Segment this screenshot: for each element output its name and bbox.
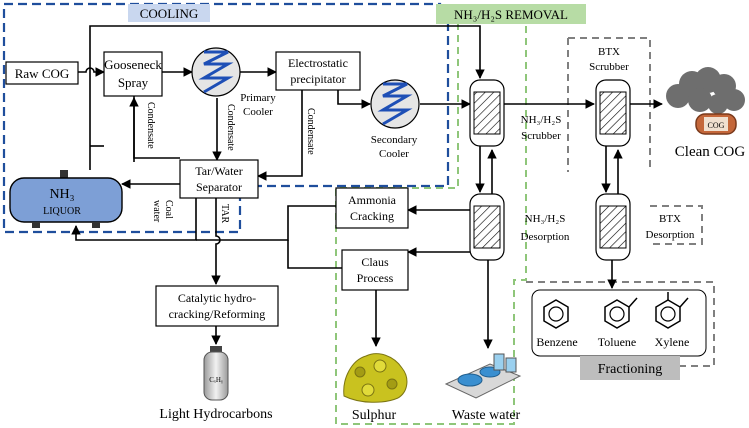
cog-tank-icon: COG [695, 113, 737, 135]
smoke-icon [666, 67, 745, 114]
removal-label: NH₃/H₂S REMOVAL [454, 7, 568, 22]
nh3-liquor-label-1: NH₃ [49, 187, 74, 202]
tar-sep-label-1: Tar/Water [195, 164, 243, 178]
cooling-label-bg [128, 4, 210, 22]
toluene-label: Toluene [598, 335, 636, 349]
nh3-liquor-label-2: LIQUOR [43, 206, 81, 217]
clean-cog-label: Clean COG [675, 144, 746, 160]
light-hydrocarbons-label: Light Hydrocarbons [159, 407, 272, 422]
catalytic-label-1: Catalytic hydro- [178, 291, 256, 305]
tar-sep-label-2: Separator [196, 180, 242, 194]
tar-label: TAR [219, 204, 230, 224]
fractioning-products: Benzene Toluene Xylene [531, 289, 707, 357]
primary-cooler-label-1: Primary [240, 92, 276, 104]
btx-region [526, 37, 715, 367]
raw-cog-box: Raw COG [5, 61, 79, 85]
benzene-icon [543, 299, 569, 329]
cog-tank-label: COG [708, 121, 725, 130]
sulphur-label: Sulphur [352, 408, 397, 423]
secondary-cooler: Secondary Cooler [370, 79, 420, 160]
cooling-label: COOLING [140, 6, 199, 21]
btx-desorption-column: BTX Desorption [595, 193, 695, 261]
waste-water-product: Waste water [444, 353, 522, 423]
tar-water-separator-box: Tar/Water Separator [179, 159, 259, 199]
cylinder-label: CₓHᵧ [209, 376, 223, 384]
flow-lines [71, 25, 663, 349]
btx-scrubber-label-1: BTX [598, 46, 620, 58]
nh3-desorption-label-1: NH₃/H₂S [525, 213, 566, 225]
esp-label-2: precipitator [290, 72, 345, 86]
btx-desorption-label-1: BTX [659, 213, 681, 225]
secondary-cooler-label-1: Secondary [371, 134, 418, 146]
removal-label-bg [436, 4, 586, 24]
electrostatic-precipitator-box: Electrostatic precipitator [275, 51, 361, 91]
claus-process-box: Claus Process [341, 249, 409, 291]
gooseneck-spray-box: Gooseneck Spray [103, 51, 163, 97]
gas-cylinder-icon: CₓHᵧ [203, 346, 229, 401]
nh3-scrubber-column: NH₃/H₂S Scrubber [469, 79, 562, 147]
btx-scrubber-column: BTX Scrubber [589, 46, 631, 147]
nh3-liquor-tank: NH₃ LIQUOR [9, 170, 123, 228]
sulphur-pile-icon [343, 353, 408, 403]
catalytic-reforming-box: Catalytic hydro- cracking/Reforming [155, 285, 279, 327]
claus-label-2: Process [357, 271, 394, 285]
ammonia-label-1: Ammonia [348, 193, 397, 207]
water-treatment-icon [444, 353, 522, 399]
nh3-scrubber-label-2: Scrubber [521, 130, 561, 142]
light-hydrocarbons-product: CₓHᵧ Light Hydrocarbons [159, 346, 273, 422]
coal-water-label-1: Coal [163, 200, 174, 219]
nh3-removal-region: NH₃/H₂S REMOVAL [335, 4, 586, 425]
ammonia-cracking-box: Ammonia Cracking [335, 187, 409, 229]
nh3-scrubber-label-1: NH₃/H₂S [521, 114, 562, 126]
esp-label-1: Electrostatic [288, 56, 348, 70]
btx-desorption-label-2: Desorption [646, 229, 695, 241]
nh3-desorption-column: NH₃/H₂S Desorption [469, 193, 570, 261]
fractioning-label: Fractioning [598, 362, 663, 377]
cooler-coil-icon [198, 50, 234, 94]
primary-cooler: Primary Cooler [191, 47, 276, 118]
nh3-desorption-label-2: Desorption [521, 231, 570, 243]
raw-cog-label: Raw COG [15, 66, 70, 81]
fractioning-label-box: Fractioning [580, 356, 680, 380]
toluene-icon [604, 297, 638, 329]
waste-water-label: Waste water [452, 408, 521, 423]
secondary-cooler-label-2: Cooler [379, 148, 409, 160]
btx-scrubber-label-2: Scrubber [589, 61, 629, 73]
gooseneck-label-1: Gooseneck [104, 57, 162, 72]
xylene-label: Xylene [655, 335, 690, 349]
condensate-label: Condensate [225, 104, 236, 151]
coal-water-label-2: water [151, 200, 162, 223]
benzene-label: Benzene [536, 335, 577, 349]
claus-label-1: Claus [361, 255, 389, 269]
sulphur-product: Sulphur [343, 353, 408, 423]
catalytic-label-2: cracking/Reforming [169, 307, 266, 321]
condensate-label: Condensate [305, 108, 316, 155]
xylene-icon [655, 292, 689, 329]
condensate-label: Condensate [145, 102, 156, 149]
primary-cooler-label-2: Cooler [243, 106, 273, 118]
ammonia-label-2: Cracking [350, 209, 394, 223]
cooler-coil-icon [377, 82, 413, 126]
gooseneck-label-2: Spray [118, 75, 149, 90]
clean-cog-product: COG Clean COG [666, 67, 745, 160]
